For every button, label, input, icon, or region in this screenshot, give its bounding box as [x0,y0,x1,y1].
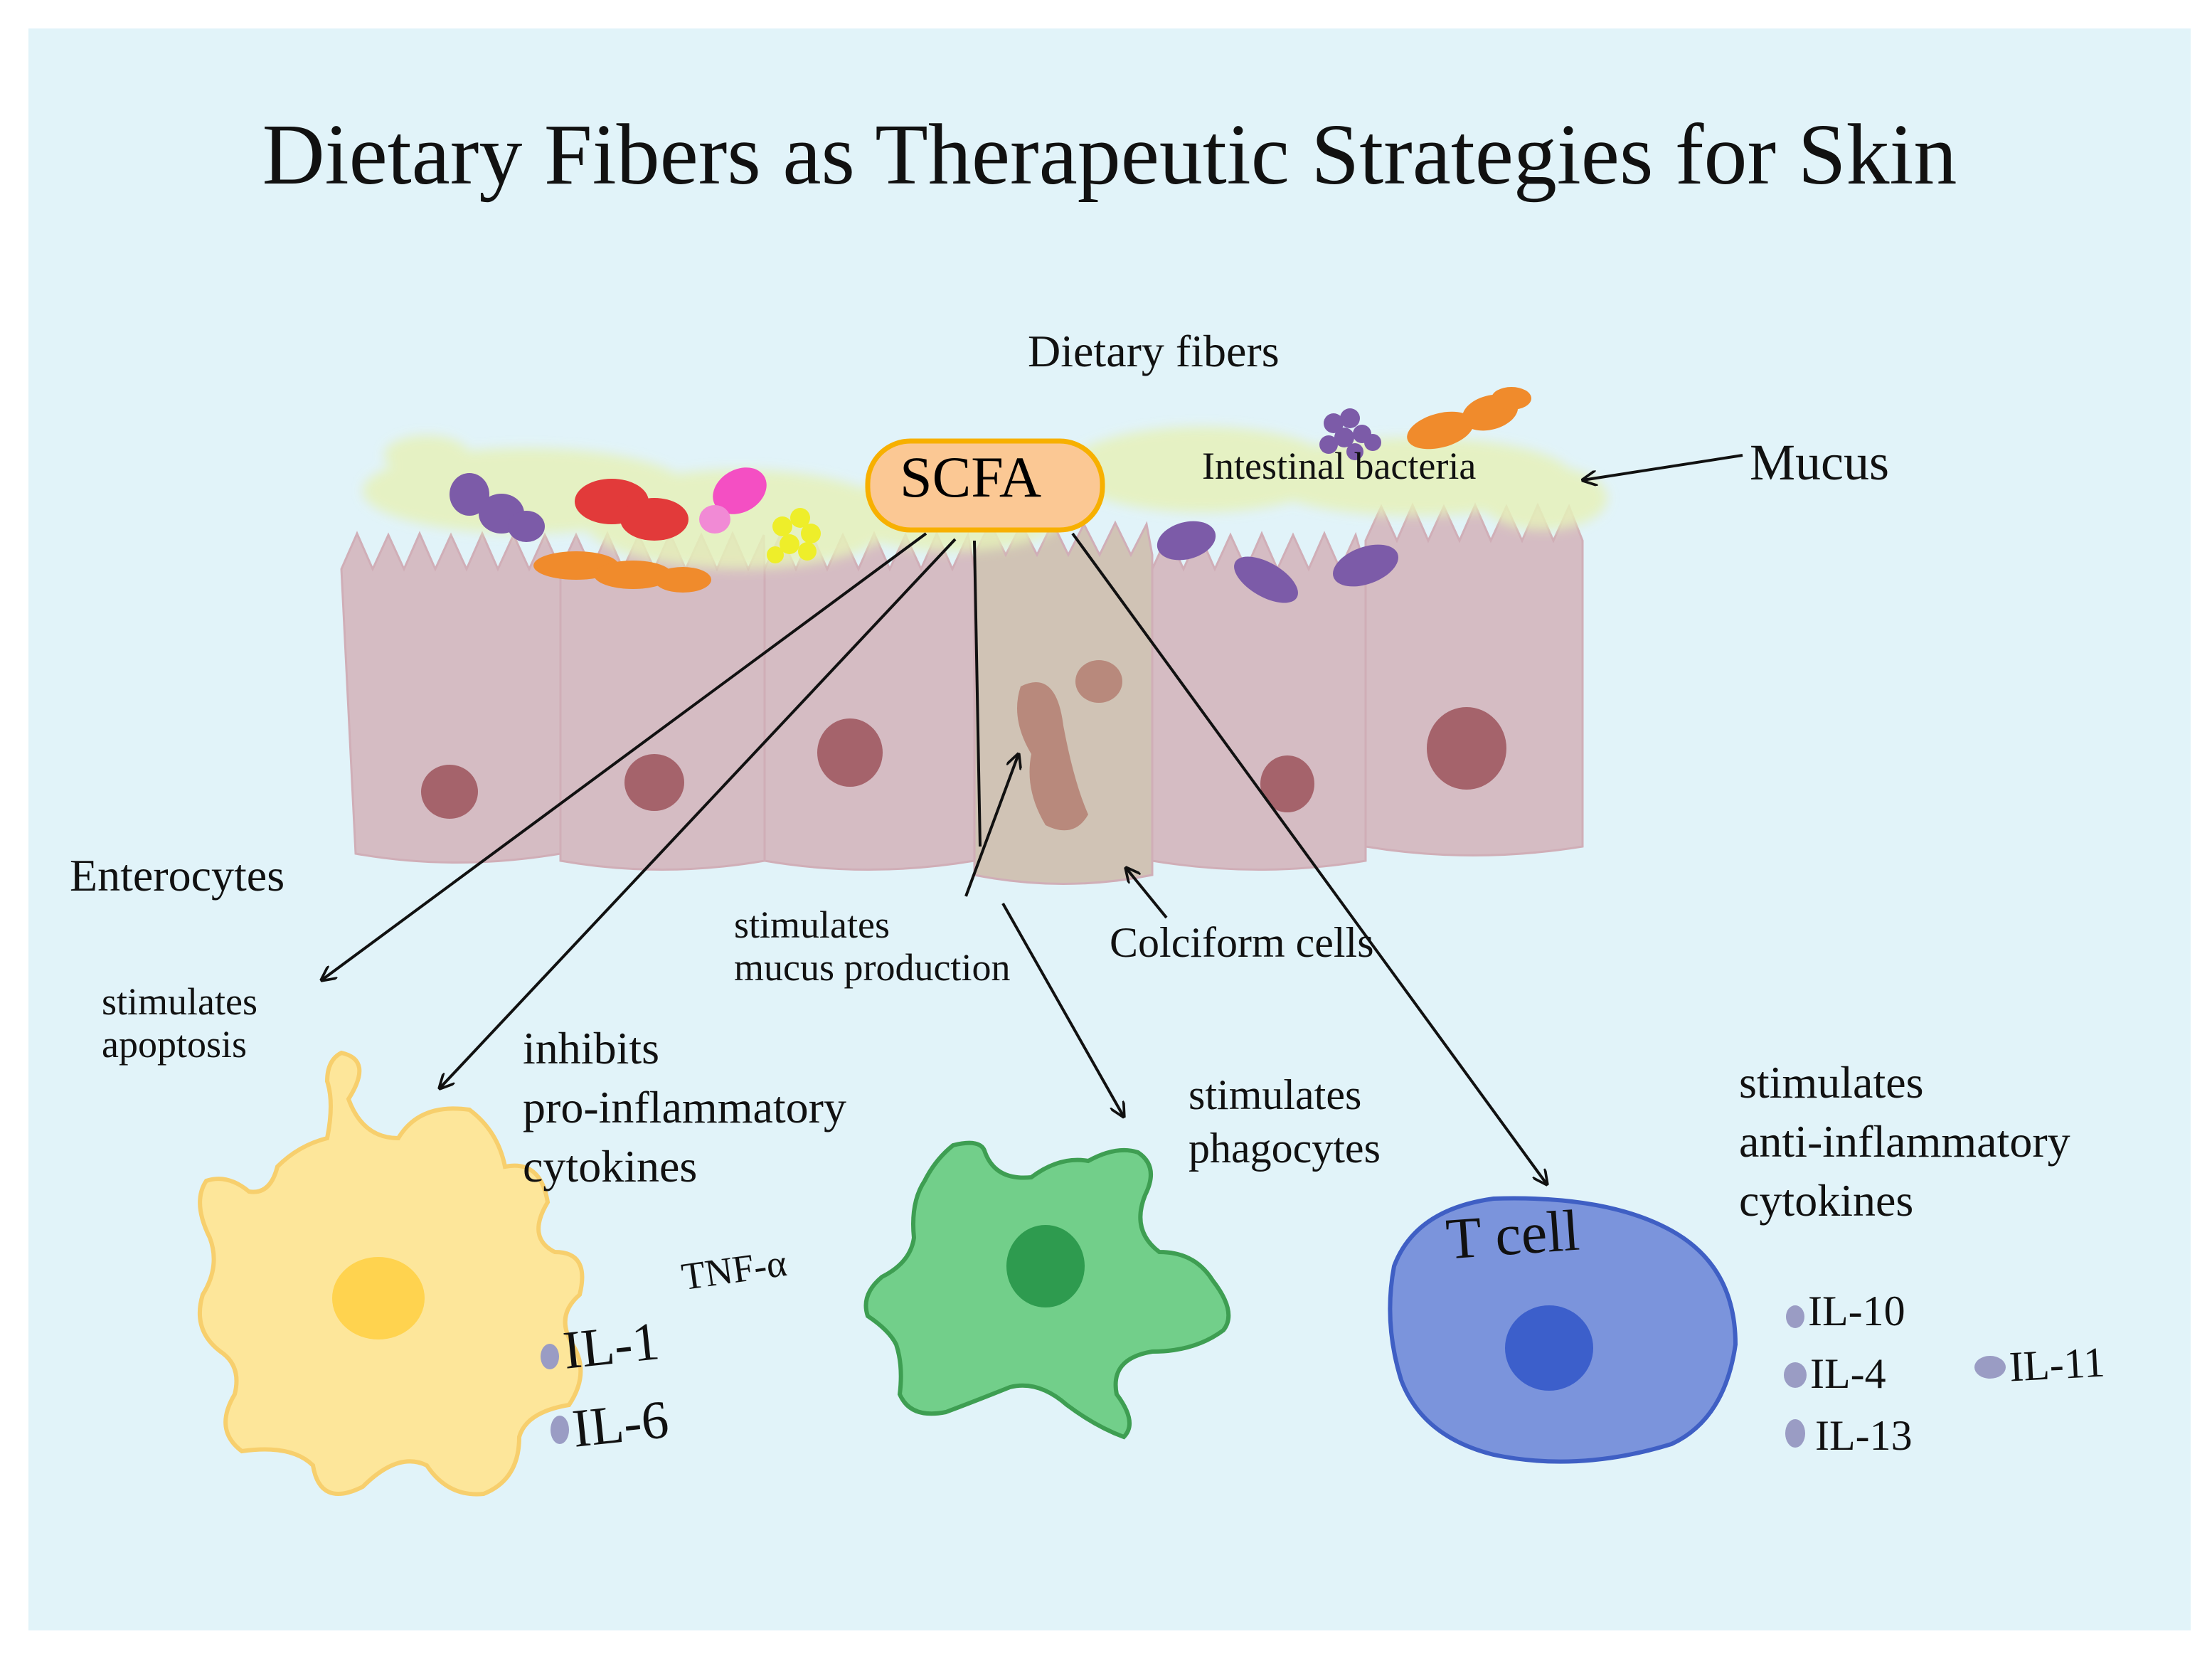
cytokine-il11: IL-11 [2008,1338,2106,1391]
line-scfa-down [973,540,982,847]
pro-inflammatory-cell [197,1050,585,1497]
effect-pro-inflammatory-line: inhibits [523,1023,660,1073]
effect-mucus-production-line: stimulates [734,903,890,946]
bacterium [699,467,767,534]
effect-phagocytes: stimulates phagocytes [1189,1068,1381,1175]
bacterium [1407,387,1531,450]
arrow-mucus [1583,454,1743,480]
bacterium [1234,556,1298,603]
cytokine-il4: IL-4 [1810,1350,1886,1397]
cytokine-dot-il1 [541,1344,559,1369]
effect-anti-inflammatory-line: anti-inflammatory [1739,1116,2070,1167]
effect-anti-inflammatory-line: stimulates [1739,1057,1924,1108]
dietary-fibers-label: Dietary fibers [1028,326,1280,376]
bacterium [533,551,711,593]
enterocyte [1151,531,1367,871]
cytokine-dot-il13 [1785,1419,1805,1448]
t-cell-label: T cell [1444,1197,1582,1272]
enterocyte [763,531,976,871]
nucleus [332,1257,425,1339]
cytokine-dots [541,1305,2006,1448]
bacterium [767,508,821,563]
bacterium [1333,544,1398,587]
intestinal-bacteria-group [450,387,1531,603]
cytokine-il6: IL-6 [569,1389,672,1459]
bacterium [575,479,688,541]
arrow-phagocytes [1001,903,1124,1117]
cytokine-il1: IL-1 [560,1311,663,1381]
goblet-cell [973,520,1154,885]
enterocytes-label: Enterocytes [70,850,285,901]
effect-apoptosis-line: stimulates [102,980,257,1023]
arrow-apoptosis [321,532,927,980]
cytokine-dot-il6 [551,1416,569,1444]
bacterium [450,473,545,542]
enterocyte [340,531,562,864]
bacterium [1319,408,1381,460]
effect-anti-inflammatory-line: cytokines [1739,1175,1914,1226]
cytokine-dot-il11 [1974,1356,2006,1379]
nucleus [1006,1225,1085,1307]
effect-phagocytes-line: phagocytes [1189,1125,1381,1172]
cytokine-il13: IL-13 [1815,1412,1913,1459]
effect-pro-inflammatory: inhibits pro-inflammatory cytokines [523,1019,846,1197]
scfa-label: SCFA [900,445,1042,509]
colciform-cells-label: Colciform cells [1110,919,1374,966]
nucleus [1505,1305,1593,1391]
arrow-mucus-production [964,754,1019,897]
scfa-box [865,438,1105,533]
bacterium [1156,521,1216,561]
cytokine-dot-il10 [1786,1305,1804,1328]
arrow-pro-inflammatory [440,538,957,1088]
effect-pro-inflammatory-line: pro-inflammatory [523,1082,846,1133]
epithelium [340,502,1584,885]
diagram-title: Dietary Fibers as Therapeutic Strategies… [262,107,1957,203]
effect-anti-inflammatory: stimulates anti-inflammatory cytokines [1739,1053,2070,1231]
enterocyte [1364,502,1584,856]
effect-pro-inflammatory-line: cytokines [523,1141,698,1192]
cytokine-dot-il4 [1784,1362,1807,1388]
effect-mucus-production: stimulates mucus production [734,903,1010,989]
effect-phagocytes-line: stimulates [1189,1071,1362,1118]
effect-apoptosis: stimulates apoptosis [102,980,257,1066]
phagocyte-cell [863,1140,1231,1440]
effect-mucus-production-line: mucus production [734,946,1011,989]
arrow-t-cell [1071,532,1547,1184]
intestinal-bacteria-label: Intestinal bacteria [1202,445,1477,487]
t-cell [1388,1196,1738,1464]
diagram-graphics [197,387,2006,1497]
diagram-canvas: Dietary Fibers as Therapeutic Strategies… [28,28,2191,1630]
effect-apoptosis-line: apoptosis [102,1023,248,1066]
arrow-colciform [1126,868,1168,919]
cytokine-il10: IL-10 [1808,1288,1905,1335]
mucus-label: Mucus [1750,434,1889,491]
arrows [321,454,1743,1184]
